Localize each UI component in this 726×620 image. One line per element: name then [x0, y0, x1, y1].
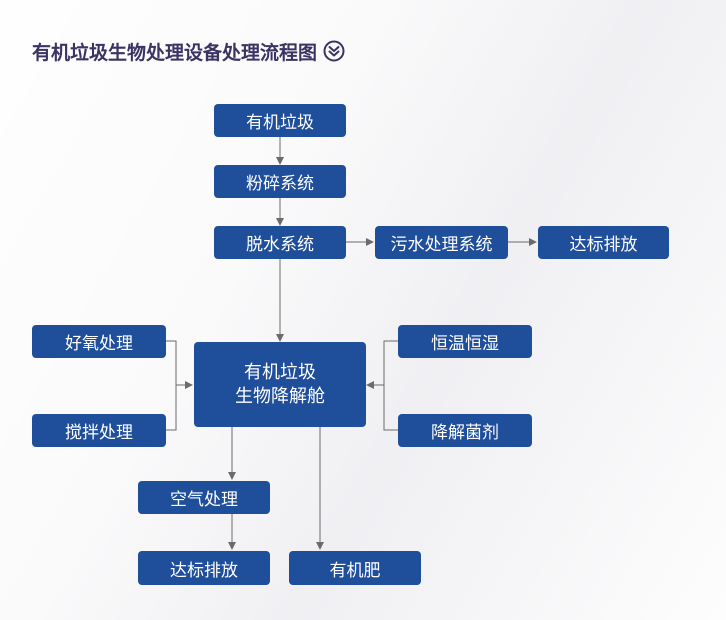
node-discharge-top: 达标排放: [538, 226, 669, 259]
node-degrading-bacteria-label: 降解菌剂: [431, 423, 499, 443]
double-chevron-down-circle-icon: [323, 40, 345, 62]
node-organic-fertilizer-label: 有机肥: [329, 560, 381, 581]
page-title-text: 有机垃圾生物处理设备处理流程图: [32, 41, 318, 64]
node-crushing-system-label: 粉碎系统: [246, 174, 314, 194]
node-discharge-bottom-label: 达标排放: [170, 560, 238, 581]
node-sewage-system: 污水处理系统: [375, 226, 508, 259]
node-organic-waste: 有机垃圾: [214, 104, 346, 137]
node-chamber-line2: 生物降解舱: [235, 385, 325, 407]
node-dewatering-system-label: 脱水系统: [246, 235, 314, 255]
node-degrading-bacteria: 降解菌剂: [398, 414, 532, 447]
node-organic-fertilizer: 有机肥: [289, 551, 421, 585]
node-discharge-bottom: 达标排放: [138, 551, 270, 585]
node-stirring-treatment: 搅拌处理: [32, 414, 166, 447]
node-stirring-treatment-label: 搅拌处理: [65, 423, 133, 443]
node-discharge-top-label: 达标排放: [569, 235, 638, 255]
node-sewage-system-label: 污水处理系统: [390, 235, 493, 255]
node-aerobic-treatment: 好氧处理: [32, 325, 166, 358]
node-chamber-line1: 有机垃圾: [244, 361, 316, 383]
node-constant-temp-humidity-label: 恒温恒湿: [431, 334, 499, 354]
bracket-left: [166, 340, 177, 431]
bracket-right: [383, 340, 398, 431]
node-constant-temp-humidity: 恒温恒湿: [398, 325, 532, 358]
node-biodegradation-chamber: 有机垃圾 生物降解舱: [194, 342, 366, 427]
node-dewatering-system: 脱水系统: [214, 226, 346, 259]
node-aerobic-treatment-label: 好氧处理: [65, 334, 133, 354]
node-organic-waste-label: 有机垃圾: [246, 113, 314, 133]
page-title: 有机垃圾生物处理设备处理流程图: [32, 38, 345, 64]
node-air-treatment: 空气处理: [138, 481, 270, 514]
node-air-treatment-label: 空气处理: [170, 490, 238, 510]
node-crushing-system: 粉碎系统: [214, 165, 346, 198]
